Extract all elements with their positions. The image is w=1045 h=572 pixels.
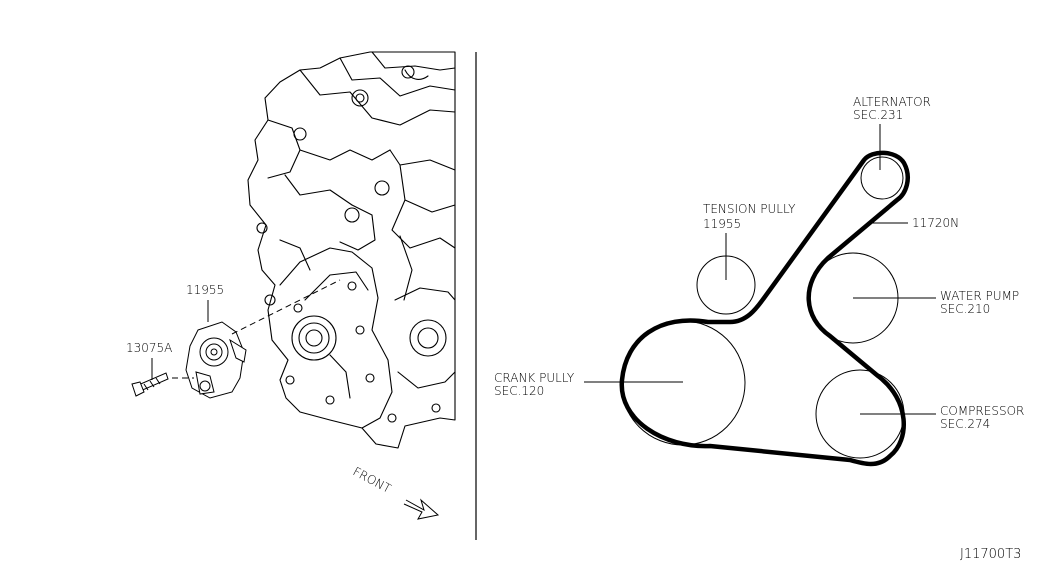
water-pump-label: WATER PUMP [940, 289, 1019, 303]
alignment-line [231, 279, 341, 335]
diagram-code: J11700T3 [960, 547, 1021, 562]
drive-belt [619, 150, 910, 467]
water-pump-section: SEC.210 [940, 302, 990, 316]
alternator-pulley [860, 156, 904, 200]
crank-pulley-section: SEC.120 [494, 384, 544, 398]
tension-pulley-label: TENSION PULLY [703, 202, 796, 216]
alternator-section: SEC.231 [853, 108, 903, 122]
tensioner-part-number: 11955 [186, 283, 224, 297]
crank-pulley-label: CRANK PULLY [494, 371, 575, 385]
bolt-13075a [131, 372, 169, 397]
alternator-label: ALTERNATOR [853, 95, 931, 109]
compressor-label: COMPRESSOR [940, 404, 1024, 418]
front-label: FRONT [351, 464, 394, 496]
compressor-section: SEC.274 [940, 417, 990, 431]
belt-tensioner [185, 321, 247, 399]
engine-illustration [247, 51, 456, 449]
tension-pulley-part-number: 11955 [703, 217, 741, 231]
belt-part-number: 11720N [912, 216, 959, 230]
front-arrow-icon [403, 498, 440, 520]
bolt-part-number: 13075A [126, 341, 172, 355]
